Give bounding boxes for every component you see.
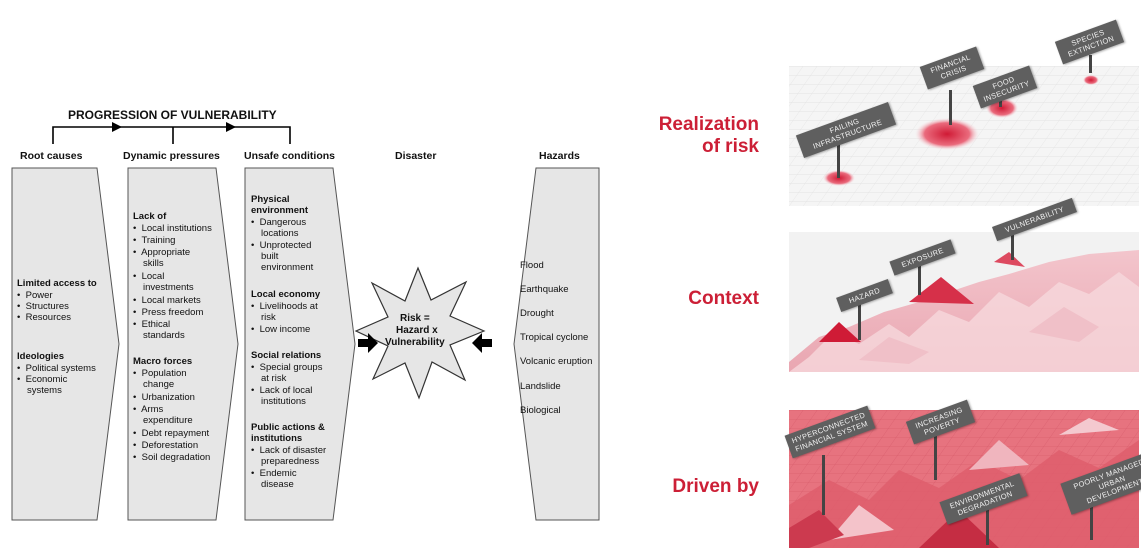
sign-pole — [918, 255, 921, 295]
root-causes-item: • Resources — [17, 312, 72, 323]
right-arrow — [472, 333, 492, 353]
dynamic-item: • Population — [133, 368, 187, 379]
risk-burst — [354, 266, 486, 400]
dynamic-item: • Local institutions — [133, 223, 212, 234]
dynamic-item: • Debt repayment — [133, 428, 210, 439]
root-causes-item: • Power — [17, 290, 53, 301]
hazards-box — [513, 167, 600, 521]
risk-line-1: Risk = — [400, 313, 430, 324]
root-causes-item: • Political systems — [17, 363, 96, 374]
unsafe-heading-4: Public actions & — [251, 422, 325, 433]
unsafe-item: institutions — [261, 396, 306, 407]
unsafe-conditions-box — [244, 167, 356, 521]
diagram-shapes — [11, 167, 600, 521]
dynamic-pressures-box — [127, 167, 239, 521]
unsafe-item: risk — [261, 312, 276, 323]
unsafe-item: disease — [261, 479, 294, 490]
dynamic-heading-2: Macro forces — [133, 356, 193, 367]
unsafe-item: • Dangerous — [251, 217, 307, 228]
dynamic-item: investments — [143, 282, 194, 293]
sign-pole — [934, 430, 937, 480]
label-driven-by: Driven by — [672, 476, 759, 497]
risk-line-3: Vulnerability — [385, 337, 445, 348]
root-causes-item: systems — [27, 385, 62, 396]
dynamic-item: • Soil degradation — [133, 452, 211, 463]
sign-pole — [858, 300, 861, 340]
dynamic-item: standards — [143, 330, 185, 341]
unsafe-item: • Unprotected — [251, 240, 312, 251]
hazard-item: Tropical cyclone — [520, 332, 589, 343]
left-arrow — [358, 333, 378, 353]
dynamic-item: • Training — [133, 235, 176, 246]
header-hazards: Hazards — [539, 150, 580, 162]
dynamic-item: • Press freedom — [133, 307, 204, 318]
root-causes-item: • Economic — [17, 374, 68, 385]
sign-pole — [949, 90, 952, 125]
dynamic-item: change — [143, 379, 175, 390]
hazard-item: Flood — [520, 260, 544, 271]
risk-line-2: Hazard x — [396, 325, 438, 336]
root-causes-box — [11, 167, 120, 521]
unsafe-heading-3: Social relations — [251, 350, 322, 361]
dynamic-item: • Ethical — [133, 319, 171, 330]
unsafe-item: • Lack of disaster — [251, 445, 327, 456]
dynamic-item: • Deforestation — [133, 440, 199, 451]
header-root-causes: Root causes — [20, 150, 83, 162]
hazard-item: Landslide — [520, 381, 561, 392]
unsafe-item: • Endemic — [251, 468, 297, 479]
unsafe-item: built — [261, 251, 279, 262]
dynamic-item: • Local — [133, 271, 165, 282]
header-unsafe-conditions: Unsafe conditions — [244, 150, 336, 162]
unsafe-item: • Lack of local — [251, 385, 313, 396]
dynamic-item: • Appropriate — [133, 247, 191, 258]
dynamic-item: • Arms — [133, 404, 164, 415]
unsafe-item: environment — [261, 262, 314, 273]
root-causes-heading-1: Limited access to — [17, 278, 97, 289]
progression-title: PROGRESSION OF VULNERABILITY — [68, 108, 277, 122]
sign-pole — [837, 140, 840, 178]
unsafe-item: • Low income — [251, 324, 311, 335]
root-causes-item: • Structures — [17, 301, 69, 312]
unsafe-item: • Livelihoods at — [251, 301, 318, 312]
dynamic-heading-1: Lack of — [133, 211, 167, 222]
sign-pole — [1089, 55, 1092, 73]
hazard-item: Biological — [520, 405, 561, 416]
unsafe-item: at risk — [261, 373, 287, 384]
header-dynamic-pressures: Dynamic pressures — [123, 150, 220, 162]
dynamic-item: skills — [143, 258, 164, 269]
hazard-item: Volcanic eruption — [520, 356, 593, 367]
hazard-item: Earthquake — [520, 284, 569, 295]
unsafe-heading-1b: environment — [251, 205, 309, 216]
root-causes-heading-2: Ideologies — [17, 351, 64, 362]
unsafe-item: locations — [261, 228, 299, 239]
progression-arrow — [52, 122, 291, 144]
unsafe-item: preparedness — [261, 456, 320, 467]
sign-pole — [986, 505, 989, 545]
dynamic-item: expenditure — [143, 415, 193, 426]
dynamic-item: • Local markets — [133, 295, 201, 306]
label-context: Context — [688, 288, 759, 309]
unsafe-heading-1: Physical — [251, 194, 290, 205]
hazard-item: Drought — [520, 308, 554, 319]
unsafe-item: • Special groups — [251, 362, 323, 373]
unsafe-heading-2: Local economy — [251, 289, 321, 300]
dynamic-item: • Urbanization — [133, 392, 195, 403]
header-disaster: Disaster — [395, 150, 437, 162]
sign-pole — [1090, 490, 1093, 540]
sign-pole — [822, 455, 825, 515]
sign-pole — [1011, 230, 1014, 260]
unsafe-heading-4b: institutions — [251, 433, 303, 444]
